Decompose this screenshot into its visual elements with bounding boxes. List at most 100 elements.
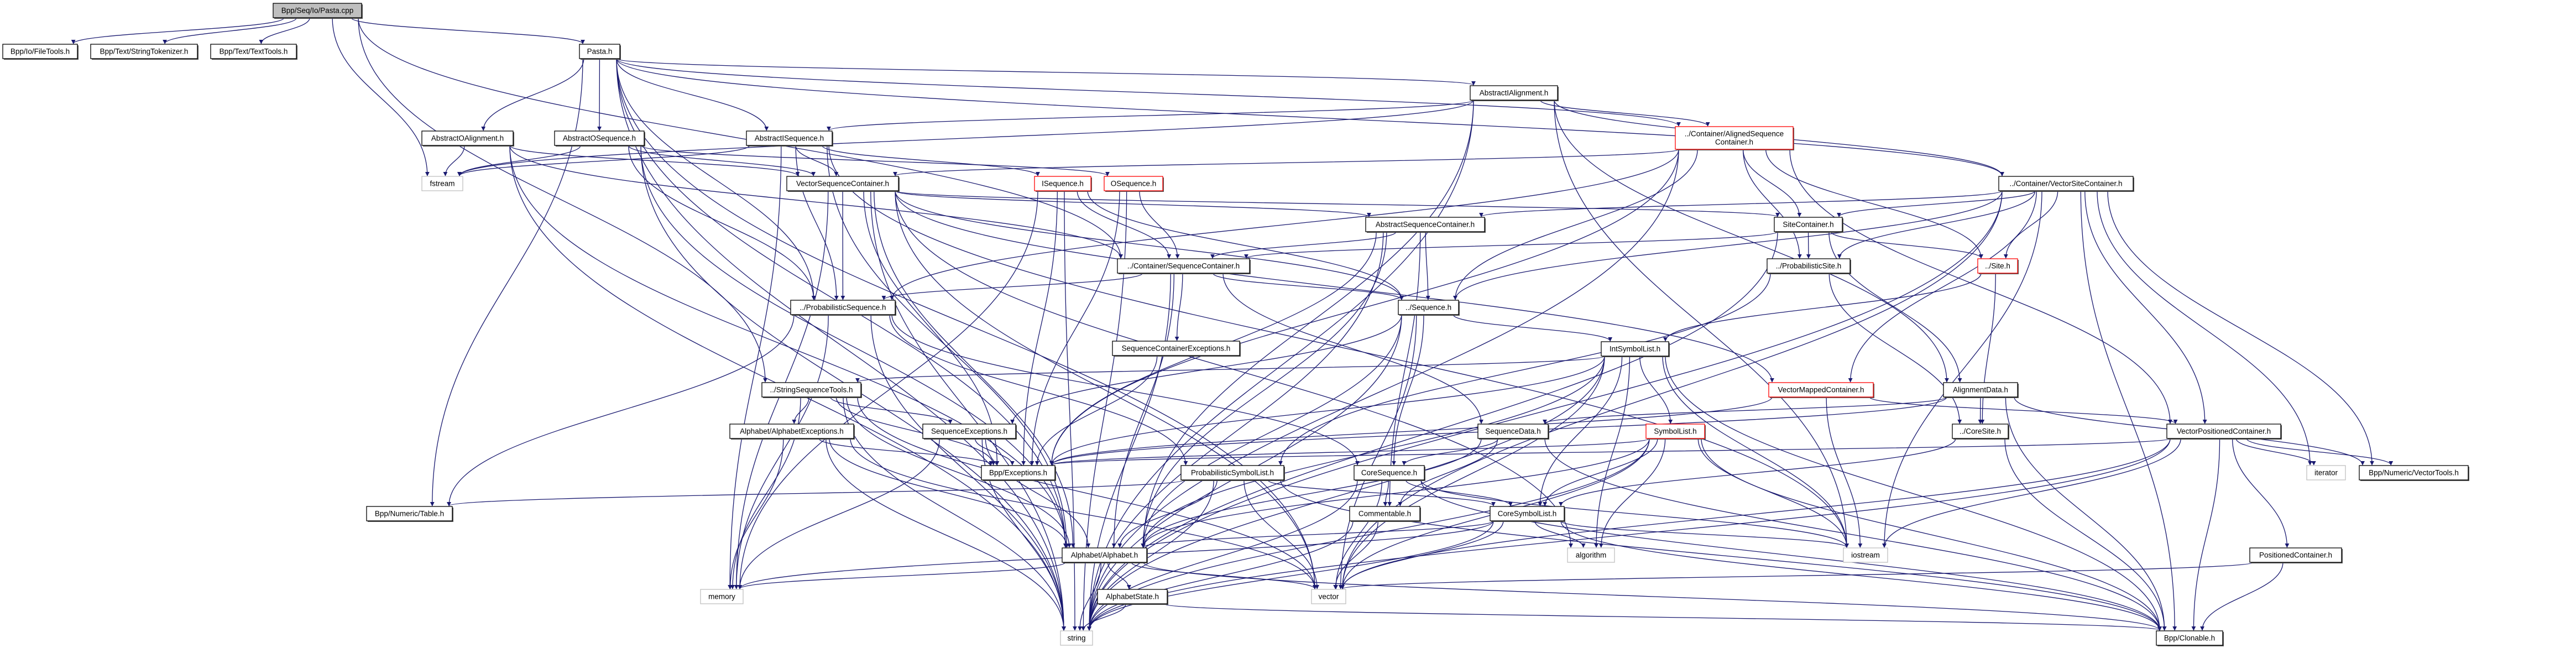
node-coreSeq[interactable]: CoreSequence.h <box>1354 465 1425 481</box>
node-oseq[interactable]: OSequence.h <box>1104 176 1164 192</box>
node-box[interactable] <box>1311 589 1346 604</box>
node-seq[interactable]: ../Sequence.h <box>1398 300 1460 316</box>
node-box[interactable] <box>790 300 896 315</box>
node-vectorTools[interactable]: Bpp/Numeric/VectorTools.h <box>2359 465 2469 481</box>
node-filetools[interactable]: Bpp/Io/FileTools.h <box>2 44 79 60</box>
node-seqData[interactable]: SequenceData.h <box>1477 424 1549 440</box>
node-box[interactable] <box>421 176 463 191</box>
node-box[interactable] <box>761 382 861 398</box>
node-box[interactable] <box>729 424 854 439</box>
node-table[interactable]: Bpp/Numeric/Table.h <box>366 506 453 522</box>
node-box[interactable] <box>1645 424 1705 439</box>
node-box[interactable] <box>2249 547 2342 563</box>
node-box[interactable] <box>1675 126 1794 150</box>
node-strSeqTools[interactable]: ../StringSequenceTools.h <box>761 382 862 398</box>
node-alphaExc[interactable]: Alphabet/AlphabetExceptions.h <box>729 424 855 440</box>
node-alignData[interactable]: AlignmentData.h <box>1943 382 2019 398</box>
node-box[interactable] <box>554 130 645 146</box>
node-box[interactable] <box>210 44 297 59</box>
node-coreSL[interactable]: CoreSymbolList.h <box>1490 506 1565 522</box>
node-texttools[interactable]: Bpp/Text/TextTools.h <box>210 44 297 60</box>
node-box[interactable] <box>1062 547 1147 563</box>
node-box[interactable] <box>1365 217 1485 232</box>
node-box[interactable] <box>700 589 744 604</box>
node-seqExc[interactable]: SequenceExceptions.h <box>922 424 1017 440</box>
node-probSeq[interactable]: ../ProbabilisticSequence.h <box>790 300 896 316</box>
node-intSL[interactable]: IntSymbolList.h <box>1601 341 1670 357</box>
node-box[interactable] <box>1060 630 1093 646</box>
node-exceptions[interactable]: Bpp/Exceptions.h <box>981 465 1056 481</box>
node-box[interactable] <box>421 130 514 146</box>
node-alphaState[interactable]: AlphabetState.h <box>1097 589 1168 605</box>
node-box[interactable] <box>922 424 1016 439</box>
node-fstream[interactable]: fstream <box>421 176 464 192</box>
node-box[interactable] <box>1398 300 1459 315</box>
node-box[interactable] <box>1180 465 1284 480</box>
node-vector[interactable]: vector <box>1311 589 1347 605</box>
node-box[interactable] <box>1768 382 1874 398</box>
node-box[interactable] <box>579 44 620 59</box>
node-box[interactable] <box>1034 176 1091 191</box>
node-absOSeq[interactable]: AbstractOSequence.h <box>554 130 645 147</box>
node-box[interactable] <box>1998 176 2134 191</box>
node-iseq[interactable]: ISequence.h <box>1034 176 1092 192</box>
node-iostream[interactable]: iostream <box>1843 547 1889 563</box>
node-probSL[interactable]: ProbabilisticSymbolList.h <box>1180 465 1285 481</box>
node-box[interactable] <box>90 44 198 59</box>
node-posC[interactable]: PositionedContainer.h <box>2249 547 2343 563</box>
node-box[interactable] <box>981 465 1056 480</box>
node-vecMapped[interactable]: VectorMappedContainer.h <box>1768 382 1874 398</box>
node-seqC[interactable]: ../Container/SequenceContainer.h <box>1117 258 1251 274</box>
node-box[interactable] <box>1843 547 1888 563</box>
node-box[interactable] <box>2156 630 2223 646</box>
node-box[interactable] <box>1477 424 1549 439</box>
node-box[interactable] <box>1943 382 2018 398</box>
node-absOAlign[interactable]: AbstractOAlignment.h <box>421 130 514 147</box>
node-algorithm[interactable]: algorithm <box>1567 547 1616 563</box>
node-coreSite[interactable]: ../CoreSite.h <box>1952 424 2009 440</box>
node-box[interactable] <box>1601 341 1669 357</box>
node-box[interactable] <box>1977 258 2018 274</box>
node-box[interactable] <box>2359 465 2469 480</box>
node-pastah[interactable]: Pasta.h <box>579 44 621 60</box>
node-siteC[interactable]: SiteContainer.h <box>1774 217 1843 233</box>
node-box[interactable] <box>366 506 453 521</box>
node-symList[interactable]: SymbolList.h <box>1645 424 1706 440</box>
node-box[interactable] <box>1117 258 1250 274</box>
node-box[interactable] <box>2166 424 2281 439</box>
node-pastacpp[interactable]: Bpp/Seq/Io/Pasta.cpp <box>273 3 363 19</box>
node-iterator[interactable]: iterator <box>2306 465 2347 481</box>
node-box[interactable] <box>1112 341 1240 356</box>
node-box[interactable] <box>2306 465 2346 480</box>
node-stringtok[interactable]: Bpp/Text/StringTokenizer.h <box>90 44 198 60</box>
node-site[interactable]: ../Site.h <box>1977 258 2019 274</box>
node-seqCExc[interactable]: SequenceContainerExceptions.h <box>1112 341 1241 357</box>
node-absISeq[interactable]: AbstractISequence.h <box>746 130 833 147</box>
node-vecPosC[interactable]: VectorPositionedContainer.h <box>2166 424 2282 440</box>
node-probSite[interactable]: ../ProbabilisticSite.h <box>1767 258 1851 274</box>
node-box[interactable] <box>273 3 362 18</box>
node-box[interactable] <box>1349 506 1420 521</box>
node-vecSiteC[interactable]: ../Container/VectorSiteContainer.h <box>1998 176 2134 192</box>
node-box[interactable] <box>746 130 833 146</box>
node-box[interactable] <box>786 176 899 191</box>
node-clonable[interactable]: Bpp/Clonable.h <box>2156 630 2224 646</box>
node-box[interactable] <box>1774 217 1843 232</box>
node-memory[interactable]: memory <box>700 589 744 605</box>
node-box[interactable] <box>1097 589 1168 604</box>
node-absIAlign[interactable]: AbstractIAlignment.h <box>1470 85 1559 101</box>
node-box[interactable] <box>1567 547 1615 563</box>
node-box[interactable] <box>1767 258 1851 274</box>
node-box[interactable] <box>2 44 78 59</box>
node-absSeqC[interactable]: AbstractSequenceContainer.h <box>1365 217 1486 233</box>
node-box[interactable] <box>1354 465 1425 480</box>
node-vecSeqC[interactable]: VectorSequenceContainer.h <box>786 176 900 192</box>
node-box[interactable] <box>1470 85 1558 101</box>
node-alphabet[interactable]: Alphabet/Alphabet.h <box>1062 547 1148 563</box>
node-box[interactable] <box>1952 424 2009 439</box>
node-string[interactable]: string <box>1060 630 1094 646</box>
node-box[interactable] <box>1490 506 1565 521</box>
node-box[interactable] <box>1104 176 1163 191</box>
node-commentable[interactable]: Commentable.h <box>1349 506 1421 522</box>
